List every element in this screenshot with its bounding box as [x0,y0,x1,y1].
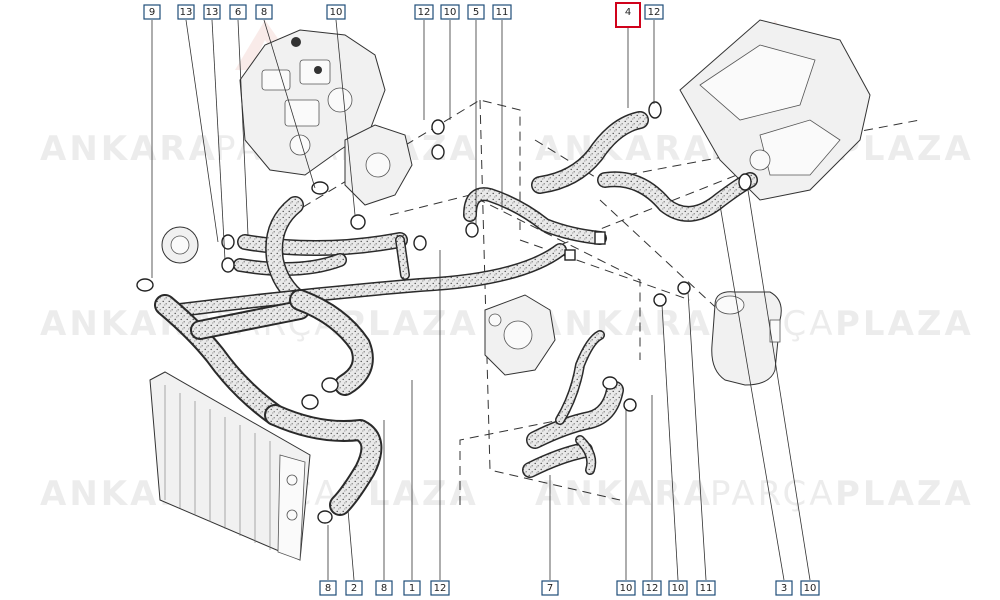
callout-label[interactable]: 13 [177,4,195,20]
callout-label[interactable]: 13 [203,4,221,20]
svg-text:12: 12 [648,7,661,18]
watermark-text: ANKARA [40,129,218,169]
svg-text:6: 6 [235,7,241,18]
callout-label[interactable]: 12 [414,4,434,20]
callout-label[interactable]: 6 [229,4,247,20]
svg-text:11: 11 [496,7,509,18]
callout-label[interactable]: 3 [775,580,793,596]
svg-text:1: 1 [409,583,415,594]
svg-text:4: 4 [625,7,631,18]
callout-label[interactable]: 1 [403,580,421,596]
svg-text:12: 12 [434,583,447,594]
callout-label[interactable]: 12 [642,580,662,596]
watermark-text: PLAZA [835,474,974,514]
svg-text:13: 13 [180,7,193,18]
callout-label[interactable]: 9 [143,4,161,20]
watermark-text: ANKARA [535,474,713,514]
svg-text:8: 8 [325,583,331,594]
svg-text:3: 3 [781,583,787,594]
expansion-tank [711,291,782,386]
radiator [149,371,311,561]
callout-label-highlighted[interactable]: 4 [615,2,641,28]
hose-part-4 [532,112,648,193]
callout-label[interactable]: 10 [440,4,460,20]
hoses [154,111,758,516]
svg-text:2: 2 [351,583,357,594]
callouts-top: 9 13 13 6 8 10 12 10 5 11 4 12 [143,2,664,28]
svg-text:7: 7 [547,583,553,594]
callouts-bottom: 8 2 8 1 12 7 10 12 10 11 3 10 [319,580,820,596]
watermark-text: ANKARA [535,304,713,344]
svg-text:10: 10 [804,583,817,594]
heater-box [679,19,871,201]
callout-label[interactable]: 2 [345,580,363,596]
callout-label[interactable]: 11 [492,4,512,20]
callout-label[interactable]: 10 [668,580,688,596]
leader-lines [151,19,811,581]
callout-label[interactable]: 12 [644,4,664,20]
callout-label[interactable]: 12 [430,580,450,596]
callout-label[interactable]: 10 [800,580,820,596]
watermark-text: PLAZA [835,304,974,344]
callout-label[interactable]: 7 [541,580,559,596]
svg-text:12: 12 [646,583,659,594]
left-housing [161,226,199,264]
svg-text:8: 8 [381,583,387,594]
water-pump-assembly [484,294,556,376]
callout-label[interactable]: 10 [616,580,636,596]
svg-text:11: 11 [700,583,713,594]
svg-text:8: 8 [261,7,267,18]
callout-label[interactable]: 8 [375,580,393,596]
svg-text:13: 13 [206,7,219,18]
callout-label[interactable]: 8 [255,4,273,20]
water-outlet-housing [344,124,413,230]
watermark-text: PARÇA [710,474,836,514]
hose-clamps [136,101,752,524]
callout-label[interactable]: 11 [696,580,716,596]
svg-text:10: 10 [444,7,457,18]
svg-text:10: 10 [672,583,685,594]
svg-text:5: 5 [473,7,479,18]
svg-text:10: 10 [620,583,633,594]
svg-text:9: 9 [149,7,155,18]
svg-text:10: 10 [330,7,343,18]
callout-label[interactable]: 10 [326,4,346,20]
callout-label[interactable]: 5 [467,4,485,20]
svg-text:12: 12 [418,7,431,18]
callout-label[interactable]: 8 [319,580,337,596]
